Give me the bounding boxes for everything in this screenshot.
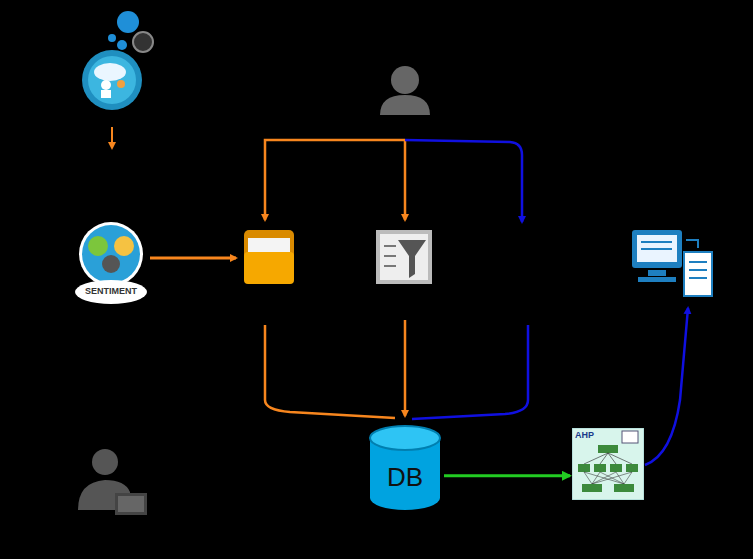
user-icon: [380, 66, 430, 115]
flow-arrow: [404, 140, 407, 220]
connector-arrow: [444, 474, 570, 477]
flow-arrow: [645, 308, 688, 465]
sentiment-icon: SENTIMENT: [74, 220, 148, 308]
flow-line: [265, 325, 395, 418]
flow-line: [412, 325, 528, 419]
ahp-box: AHP: [572, 428, 644, 500]
computer-icon: [632, 230, 712, 296]
flow-arrow: [265, 140, 405, 220]
database-cylinder: DB: [368, 424, 442, 512]
filter-icon: [376, 230, 432, 284]
folder-icon: [244, 230, 294, 284]
node-label: AHP: [575, 430, 594, 440]
node-label: SENTIMENT: [74, 286, 148, 296]
flow-arrow: [405, 140, 522, 222]
admin-icon: [78, 449, 147, 515]
flow-arrow: [404, 320, 407, 416]
flow-arrow: [111, 127, 113, 148]
flow-arrow: [150, 257, 236, 260]
social-media-icon: [82, 11, 153, 110]
node-label: DB: [368, 462, 442, 493]
